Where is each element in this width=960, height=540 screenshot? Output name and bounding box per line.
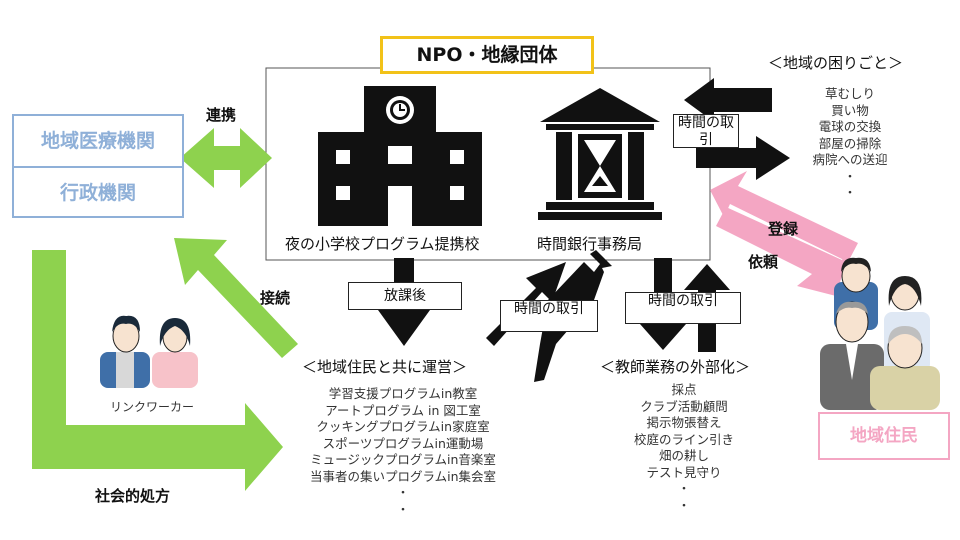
residents-box: 地域住民 bbox=[818, 412, 950, 460]
list-item: ・ bbox=[843, 185, 857, 200]
setsuzoku-arrow bbox=[174, 238, 298, 358]
houkago-label: 放課後 bbox=[384, 288, 426, 304]
residents-label: 地域住民 bbox=[850, 426, 918, 446]
time-trade-bottom-label: 時間の取引 bbox=[648, 293, 718, 309]
left-boxes: 地域医療機関 行政機関 bbox=[12, 114, 184, 218]
list-item: スポーツプログラムin運動場 bbox=[322, 435, 484, 451]
list-item: 病院への送迎 bbox=[812, 152, 888, 167]
list-item: 掲示物張替え bbox=[646, 415, 722, 430]
list-item: 部屋の掃除 bbox=[818, 135, 882, 151]
touroku-irai-arrow bbox=[710, 171, 858, 262]
list-item: テスト見守り bbox=[646, 464, 722, 480]
npo-title-box: NPO・地縁団体 bbox=[380, 36, 594, 74]
school-label: 夜の小学校プログラム提携校 bbox=[285, 235, 480, 253]
troubles-list: 草むしり 買い物 電球の交換 部屋の掃除 病院への送迎 ・ ・ bbox=[790, 86, 910, 202]
link-worker-people-icon bbox=[100, 315, 198, 388]
list-item: 当事者の集いプログラムin集会室 bbox=[309, 468, 497, 484]
residents-people-icon bbox=[820, 257, 940, 410]
list-item: ・ bbox=[396, 485, 410, 500]
renkei-label: 連携 bbox=[206, 106, 237, 124]
bank-label: 時間銀行事務局 bbox=[537, 235, 643, 253]
list-item: アートプログラム in 図工室 bbox=[325, 402, 481, 418]
list-item: 電球の交換 bbox=[818, 119, 882, 134]
community-heading: ＜地域住民と共に運営＞ bbox=[302, 358, 468, 376]
time-trade-right-box: 時間の取引 bbox=[673, 114, 739, 148]
list-item: 買い物 bbox=[831, 102, 869, 118]
school-icon bbox=[318, 86, 482, 226]
admin-box: 行政機関 bbox=[59, 182, 136, 204]
troubles-heading: ＜地域の困りごと＞ bbox=[768, 54, 904, 72]
houkago-box: 放課後 bbox=[348, 282, 462, 310]
list-item: ミュージックプログラムin音楽室 bbox=[310, 452, 496, 467]
list-item: クッキングプログラムin家庭室 bbox=[316, 419, 490, 434]
time-trade-right-label: 時間の取引 bbox=[678, 115, 734, 148]
list-item: 草むしり bbox=[824, 86, 875, 101]
irai-label: 依頼 bbox=[748, 253, 779, 271]
shakai-arrow bbox=[32, 250, 283, 491]
touroku-label: 登録 bbox=[768, 220, 799, 238]
list-item: ・ bbox=[843, 168, 857, 184]
renkei-arrow bbox=[180, 128, 272, 188]
list-item: 畑の耕し bbox=[658, 448, 709, 463]
community-list: 学習支援プログラムin教室 アートプログラム in 図工室 クッキングプログラム… bbox=[286, 386, 520, 518]
npo-title: NPO・地縁団体 bbox=[416, 44, 558, 66]
touroku-irai-arrow-2 bbox=[716, 207, 852, 296]
list-item: クラブ活動顧問 bbox=[640, 398, 728, 414]
linkworker-label: リンクワーカー bbox=[110, 400, 195, 414]
right-arrow-left bbox=[684, 78, 772, 122]
list-item: 採点 bbox=[671, 382, 697, 397]
bank-icon bbox=[538, 88, 662, 220]
list-item: 校庭のライン引き bbox=[633, 431, 734, 447]
time-trade-mid-label: 時間の取引 bbox=[514, 301, 584, 317]
setsuzoku-label: 接続 bbox=[260, 289, 291, 307]
right-arrow-right bbox=[696, 136, 790, 180]
medical-box: 地域医療機関 bbox=[14, 116, 182, 168]
shakai-label: 社会的処方 bbox=[95, 487, 171, 505]
list-item: ・ bbox=[677, 481, 691, 496]
teacher-heading: ＜教師業務の外部化＞ bbox=[600, 358, 751, 376]
time-trade-bottom-box: 時間の取引 bbox=[625, 292, 741, 324]
list-item: 学習支援プログラムin教室 bbox=[328, 386, 478, 401]
list-item: ・ bbox=[677, 497, 691, 513]
list-item: ・ bbox=[396, 501, 410, 517]
teacher-list: 採点 クラブ活動顧問 掲示物張替え 校庭のライン引き 畑の耕し テスト見守り ・… bbox=[616, 382, 752, 514]
time-trade-mid-box: 時間の取引 bbox=[500, 300, 598, 332]
